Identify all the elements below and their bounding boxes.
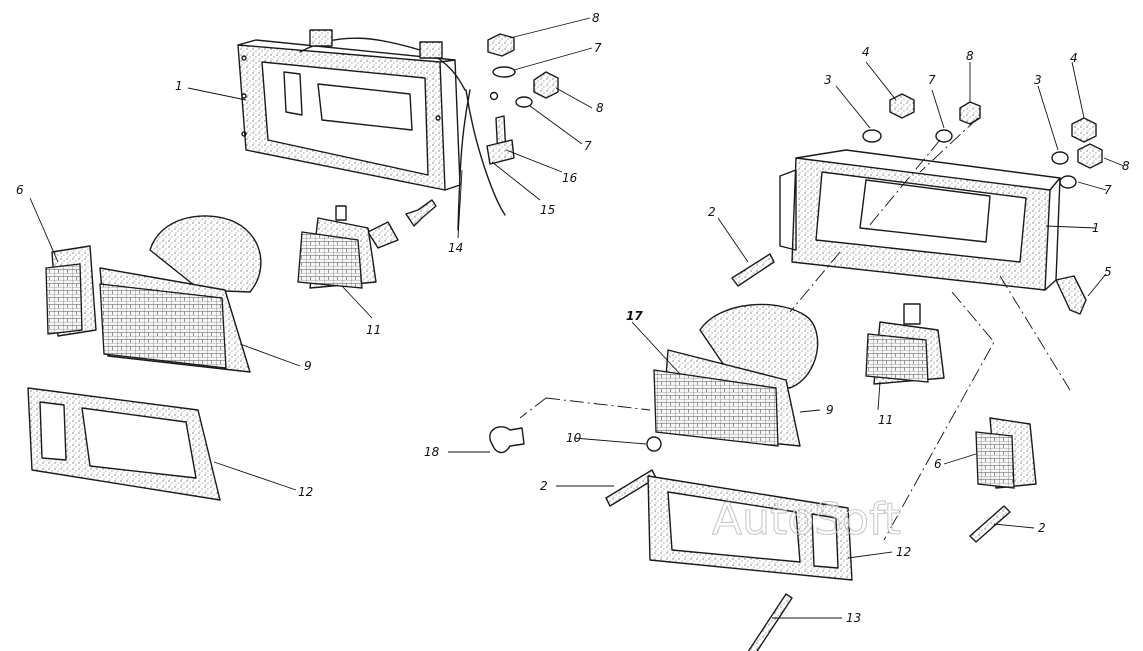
callout-12-left: 12 [298,485,313,499]
callout-8-left: 8 [596,101,604,115]
callout-7-right-b: 7 [1104,183,1112,197]
leaders-left [29,17,593,491]
callout-3-right-b: 3 [1034,73,1042,87]
callout-7-left-top: 7 [594,41,602,55]
housing-left [237,39,461,191]
callout-9-left: 9 [304,359,312,373]
callout-11-right: 11 [878,413,893,427]
bulb [489,426,525,454]
callout-7-right-a: 7 [928,73,936,87]
leaders-right [448,61,1125,619]
gasket-left [27,387,221,501]
callout-6-right: 6 [934,457,942,471]
callout-15-left: 15 [540,203,555,217]
callout-14-left: 14 [448,241,463,255]
callout-8-right-b: 8 [1122,159,1130,173]
callout-4-right-b: 4 [1070,51,1078,65]
callout-4-right-a: 4 [862,45,870,59]
callout-1-left: 1 [175,79,183,93]
side-marker-right [975,417,1037,489]
callout-7-left: 7 [584,139,592,153]
callout-3-right-a: 3 [824,73,832,87]
watermark: AutoSoft [712,494,901,545]
callout-17-right: 17 [626,309,643,323]
gasket-right [647,475,853,581]
headlamp-left [99,215,262,373]
headlamp-right [653,303,819,447]
callout-10-right: 10 [566,431,582,445]
callout-2-right-lamp: 2 [540,479,548,493]
fog-lamp-right [865,303,945,385]
callout-18-right: 18 [424,445,440,459]
fog-lamp-left [297,205,377,289]
wiring-harness [299,29,506,231]
callout-8-left-top: 8 [592,11,600,25]
callout-9-right: 9 [826,403,834,417]
callout-5-right: 5 [1104,265,1112,279]
assembly-axes [519,117,1071,541]
callout-6-left: 6 [16,183,24,197]
callout-11-left: 11 [366,323,381,337]
housing-right [779,149,1061,291]
callout-8-right-a: 8 [966,49,974,63]
callout-1-right: 1 [1092,221,1100,235]
callout-2-right-housing: 2 [708,205,716,219]
side-marker-left [45,245,97,337]
callout-2-right-marker: 2 [1038,521,1046,535]
callout-12-right: 12 [896,545,911,559]
callout-13-right: 13 [846,611,861,625]
fasteners-left [367,33,559,249]
callout-16-left: 16 [562,171,578,185]
